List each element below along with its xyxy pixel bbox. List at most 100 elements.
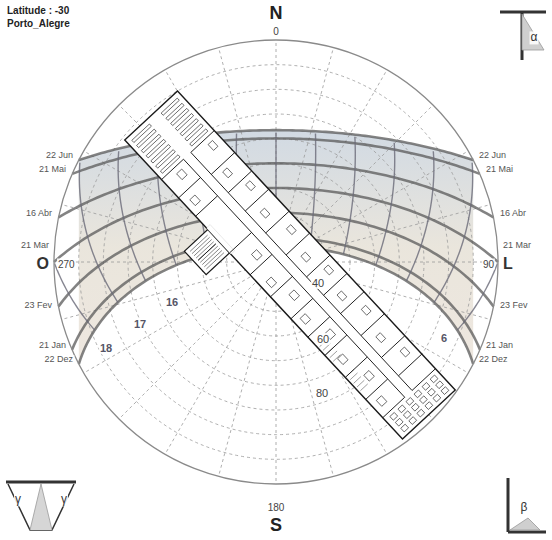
hour-line (457, 264, 497, 331)
azimuth-number: 270 (57, 259, 76, 270)
floor-plan (101, 91, 455, 461)
plan-furniture (223, 168, 233, 178)
plan-furniture (289, 290, 300, 301)
plan-furniture (433, 394, 441, 402)
date-label: 22 Dez (43, 355, 74, 365)
hour-label: 16 (165, 296, 179, 308)
plan-wall (196, 242, 214, 258)
plan-wall (192, 237, 210, 253)
plan-furniture (425, 402, 433, 410)
plan-furniture (409, 417, 417, 425)
plan-furniture (286, 225, 296, 235)
plan-furniture (208, 140, 218, 150)
date-label: 16 Abr (499, 209, 527, 219)
plan-wall (326, 347, 333, 354)
angle-symbol: β (520, 501, 529, 514)
date-label: 16 Abr (25, 209, 53, 219)
azimuth-line (84, 262, 276, 373)
plan-wall (347, 369, 354, 376)
hour-label: 18 (99, 342, 113, 354)
plan-furniture (395, 418, 403, 426)
angle-symbol: γ (14, 493, 22, 506)
plan-furniture (376, 333, 386, 343)
azimuth-line (119, 262, 276, 419)
altitude-number: 80 (315, 387, 329, 399)
plan-furniture (406, 397, 414, 405)
plan-wall (183, 159, 404, 397)
azimuth-line (165, 262, 276, 454)
hour-line (434, 163, 473, 303)
plan-wall (357, 380, 364, 387)
plan-wall (324, 273, 347, 295)
plan-furniture (411, 403, 419, 411)
plan-furniture (376, 396, 387, 407)
hour-line (118, 151, 146, 281)
date-label: 23 Fev (499, 301, 529, 311)
hour-line (55, 264, 95, 331)
hour-line (406, 151, 434, 281)
plan-furniture (337, 291, 347, 301)
plan-wall (200, 246, 218, 262)
hour-label: 17 (133, 318, 147, 330)
plan-wall (330, 351, 337, 358)
plan-wall (206, 253, 224, 269)
plan-wall (250, 254, 272, 274)
plan-wall (190, 235, 208, 251)
plan-furniture (301, 252, 311, 262)
gamma-icon (6, 482, 76, 530)
date-label: 22 Dez (478, 355, 509, 365)
sky-grid (54, 40, 498, 484)
cardinal-label: O (36, 255, 50, 273)
plan-furniture (156, 150, 176, 169)
hour-label: 6 (440, 332, 448, 344)
plan-wall (291, 298, 313, 318)
plan-furniture (401, 424, 409, 432)
plan-wall (198, 244, 216, 260)
date-label: 22 Jun (45, 151, 74, 161)
date-label: 21 Mai (38, 165, 67, 175)
altitude-number: 40 (311, 277, 325, 289)
plan-furniture (151, 145, 171, 164)
plan-furniture (300, 314, 311, 325)
beta-icon (508, 478, 546, 532)
date-label: 21 Mar (502, 241, 532, 251)
date-label: 23 Fev (23, 301, 53, 311)
date-label: 21 Mar (20, 241, 50, 251)
cardinal-label: N (269, 4, 284, 24)
plan-furniture (403, 411, 411, 419)
hour-line (343, 137, 355, 254)
plan-wall (194, 239, 212, 255)
plan-wall (245, 189, 268, 211)
plan-furniture (251, 250, 262, 261)
hour-line (376, 143, 395, 265)
city-label: Porto_Alegre (6, 18, 71, 29)
plan-furniture (419, 396, 427, 404)
hour-line (79, 163, 118, 303)
azimuth-number: 180 (267, 502, 286, 513)
plan-furniture (414, 390, 422, 398)
plan-wall (354, 377, 361, 384)
azimuth-number: 90 (482, 259, 495, 270)
plan-wall (191, 152, 412, 390)
horizon-circle (54, 40, 498, 484)
latitude-label: Latitude : -30 (6, 5, 70, 16)
plan-furniture (364, 370, 375, 381)
plan-wall (360, 384, 367, 391)
plan-wall (350, 373, 357, 380)
plan-furniture (441, 387, 449, 395)
plan-outline (125, 91, 455, 439)
cardinal-label: L (502, 255, 514, 273)
plan-furniture (132, 124, 152, 143)
plan-furniture (266, 277, 277, 288)
plan-furniture (338, 354, 349, 365)
plan-furniture (398, 405, 406, 413)
plan-opening (206, 225, 234, 255)
plan-wall (211, 153, 234, 175)
plan-furniture (177, 169, 188, 180)
plan-furniture (246, 181, 256, 191)
plan-furniture (417, 409, 425, 417)
plan-wall (345, 357, 367, 377)
